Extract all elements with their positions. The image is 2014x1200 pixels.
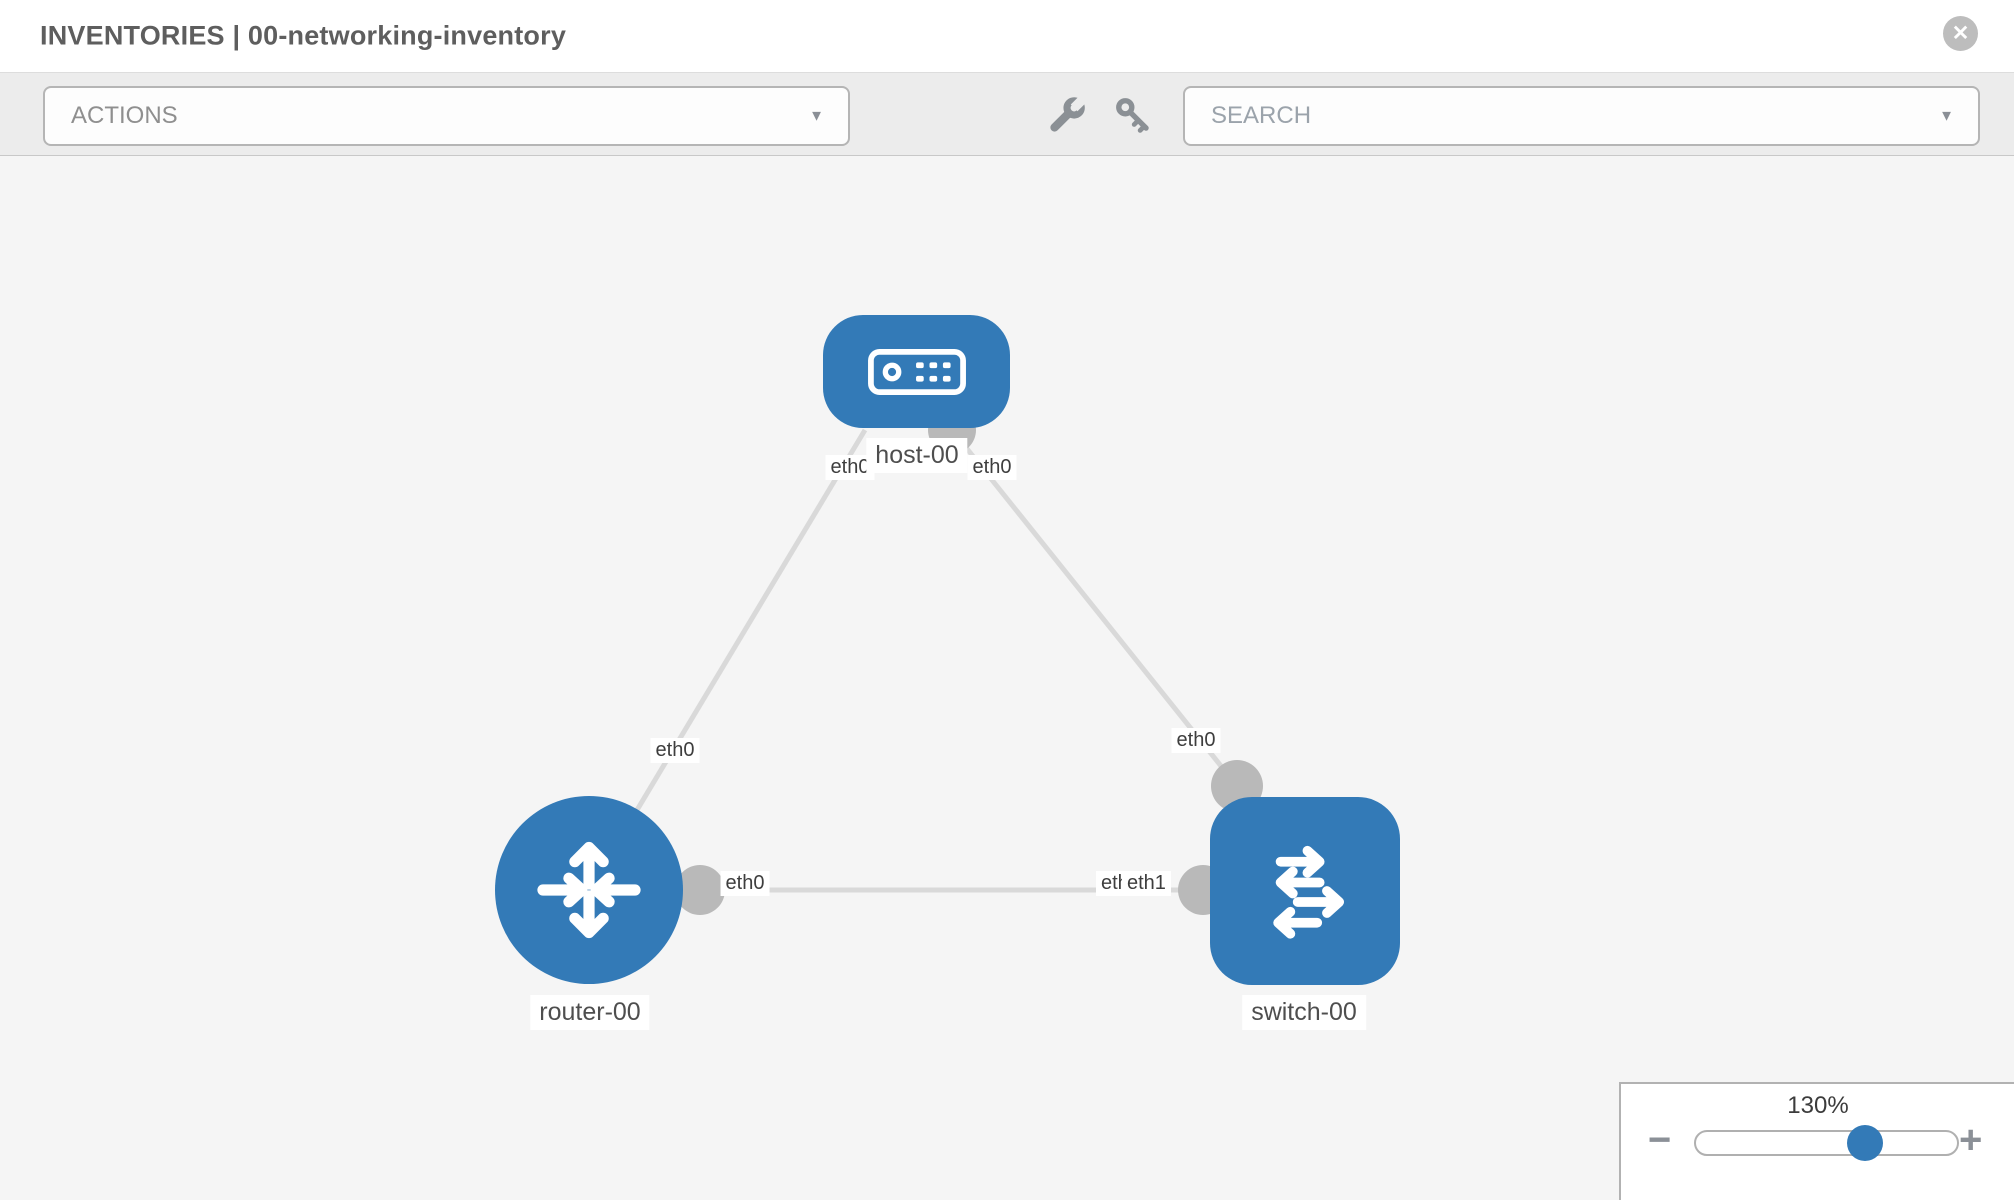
edges-layer <box>586 406 1263 915</box>
search-dropdown[interactable]: SEARCH ▼ <box>1183 86 1980 146</box>
close-icon: ✕ <box>1951 22 1970 45</box>
node-host[interactable] <box>823 315 1010 428</box>
zoom-panel: 130% − + <box>1619 1082 2014 1200</box>
plus-icon: + <box>1959 1118 1983 1162</box>
router-icon <box>537 841 641 939</box>
node-label-switch: switch-00 <box>1242 995 1366 1030</box>
node-switch[interactable] <box>1210 797 1400 985</box>
zoom-slider-knob[interactable] <box>1847 1125 1883 1161</box>
if-label-host-right: eth0 <box>967 455 1017 480</box>
switch-icon <box>1273 845 1345 939</box>
header: INVENTORIES | 00-networking-inventory ✕ <box>0 0 2014 72</box>
close-button[interactable]: ✕ <box>1943 16 1978 51</box>
if-label-edge-host-router: eth0 <box>650 738 700 763</box>
node-router[interactable] <box>495 796 683 984</box>
if-label-router-side: eth0 <box>720 871 770 896</box>
search-placeholder: SEARCH <box>1211 102 1312 129</box>
node-label-router: router-00 <box>530 995 650 1030</box>
minus-icon: − <box>1648 1118 1672 1162</box>
edge-host-switch <box>950 428 1239 788</box>
topology-canvas[interactable]: eth0 eth0 eth0 eth0 eth0 eth0 eth1 host-… <box>0 156 2014 1200</box>
key-icon[interactable] <box>1114 96 1152 134</box>
actions-dropdown[interactable]: ACTIONS ▼ <box>43 86 850 146</box>
port-router-right[interactable] <box>675 865 725 915</box>
if-label-edge-host-switch: eth0 <box>1171 728 1221 753</box>
host-icon <box>867 348 966 395</box>
chevron-down-icon: ▼ <box>1939 107 1954 125</box>
chevron-down-icon: ▼ <box>809 107 824 125</box>
page-title: INVENTORIES | 00-networking-inventory <box>40 20 567 51</box>
toolbar: ACTIONS ▼ SEARCH ▼ <box>0 72 2014 156</box>
node-label-host: host-00 <box>866 438 968 473</box>
actions-dropdown-label: ACTIONS <box>71 102 178 129</box>
if-label-switch-side: eth1 <box>1122 871 1171 896</box>
zoom-level-value: 130% <box>1787 1092 1849 1119</box>
zoom-out-button[interactable]: − <box>1648 1120 1671 1160</box>
zoom-in-button[interactable]: + <box>1959 1120 1982 1160</box>
wrench-icon[interactable] <box>1048 96 1086 134</box>
zoom-slider-track[interactable] <box>1694 1130 1959 1156</box>
